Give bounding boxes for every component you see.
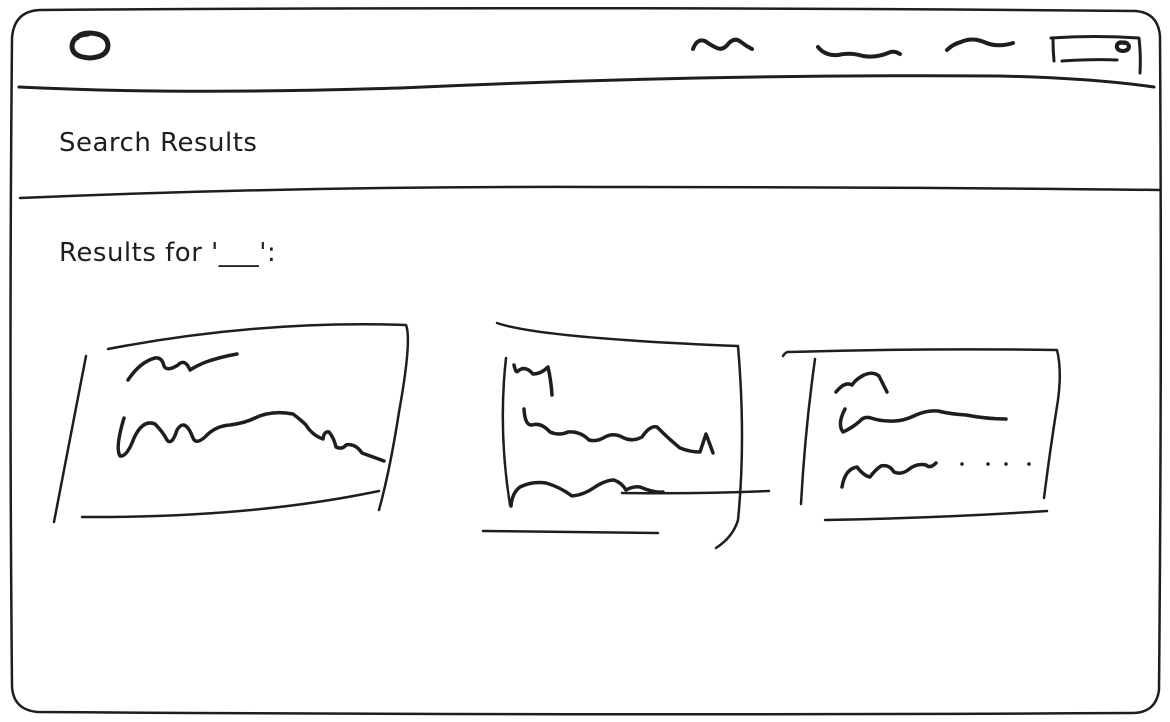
ellipsis-icon	[960, 462, 1031, 466]
title-divider	[18, 185, 1162, 200]
header-divider	[17, 74, 1156, 93]
page-title: Search Results	[59, 128, 258, 158]
result-card[interactable]	[781, 348, 1061, 522]
card-text-scribble	[509, 478, 665, 508]
nav-link-1[interactable]	[691, 37, 754, 51]
profile-button-icon[interactable]	[1049, 35, 1142, 75]
card-text-scribble	[522, 407, 715, 455]
card-heading-scribble	[834, 371, 889, 394]
result-card[interactable]	[52, 323, 410, 524]
header	[17, 30, 1156, 93]
result-card[interactable]	[481, 321, 771, 550]
card-heading-scribble	[512, 363, 554, 397]
results-heading: Results for '___':	[59, 238, 277, 268]
nav-link-3[interactable]	[945, 37, 1015, 52]
card-text-scribble	[838, 407, 1008, 434]
circle-logo-icon[interactable]	[69, 30, 111, 61]
nav-link-2[interactable]	[816, 45, 902, 59]
window-frame	[9, 6, 1163, 716]
card-heading-scribble	[126, 352, 239, 382]
card-text-scribble	[840, 461, 938, 489]
card-text-scribble	[116, 410, 386, 463]
